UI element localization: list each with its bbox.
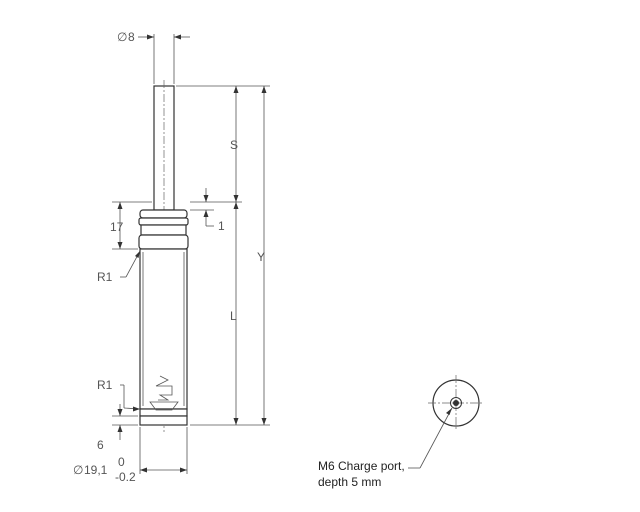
lower-radius-callout: R1 (97, 378, 141, 412)
upper-radius-label: R1 (97, 270, 113, 284)
base-height-dimension: 6 (97, 404, 138, 452)
guide-collar (138, 209, 189, 250)
overall-length-label: Y (257, 250, 265, 264)
collar-step-dimension: 1 (203, 188, 225, 233)
rod-diameter-dimension: ∅ 8 (117, 30, 190, 84)
tolerance-lower: -0.2 (115, 470, 136, 484)
base-height-label: 6 (97, 438, 104, 452)
body-diameter-dimension: ∅ 19,1 0 -0.2 (73, 427, 188, 484)
tolerance-upper: 0 (118, 455, 125, 469)
charge-port-hole (453, 400, 459, 406)
overall-length-dimension: Y (257, 86, 267, 425)
body-length-dimension: L (230, 202, 239, 425)
charge-port-note-line1: M6 Charge port, (318, 459, 405, 473)
stroke-label: S (230, 138, 238, 152)
collar-height-dimension: 17 (110, 201, 152, 250)
extension-lines (176, 85, 270, 426)
bottom-view (428, 375, 484, 431)
charge-port-note-line2: depth 5 mm (318, 475, 381, 489)
rod-diameter-label: 8 (128, 30, 135, 44)
upper-radius-callout: R1 (97, 250, 141, 284)
collar-height-label: 17 (110, 220, 124, 234)
stroke-dimension: S (230, 86, 239, 202)
rod-diameter-symbol: ∅ (117, 30, 127, 44)
body-diameter-symbol: ∅ (73, 463, 83, 477)
body-length-label: L (230, 309, 237, 323)
body-diameter-label: 19,1 (84, 463, 108, 477)
charge-port-outline (450, 397, 462, 409)
collar-step-label: 1 (218, 219, 225, 233)
charge-port-callout: M6 Charge port, depth 5 mm (318, 407, 453, 489)
lower-radius-label: R1 (97, 378, 113, 392)
cylinder-body (139, 248, 188, 426)
